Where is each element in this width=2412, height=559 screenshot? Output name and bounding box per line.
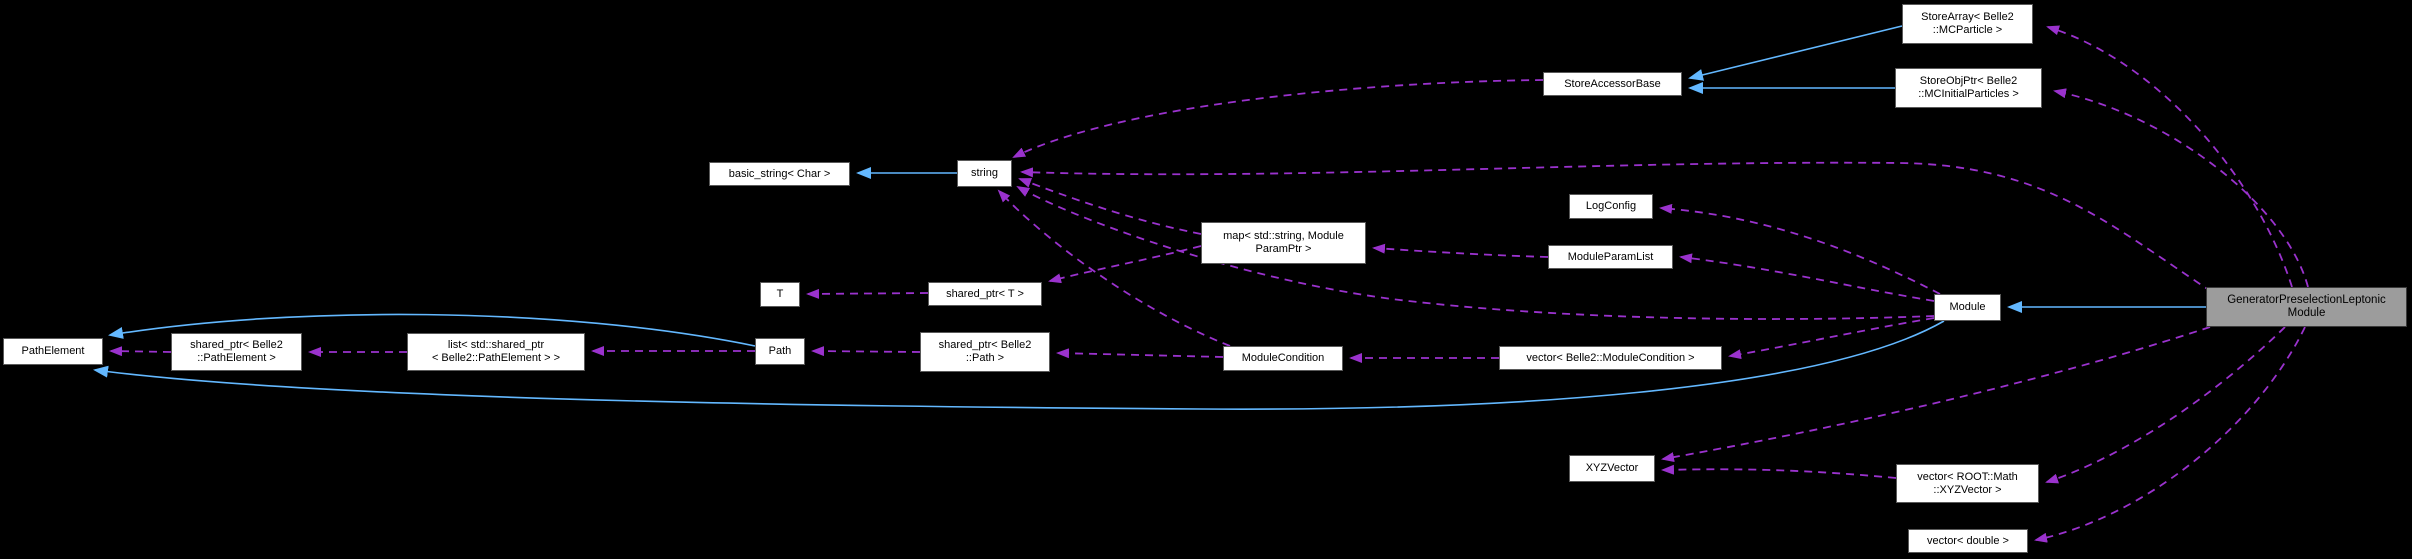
edge-module-uses-string: [1016, 186, 1935, 320]
node-modulecondition[interactable]: ModuleCondition: [1223, 346, 1343, 371]
edge-map-uses-sharedptrt: [1048, 245, 1202, 284]
edge-generator-uses-storeobjptr: [2053, 88, 2309, 288]
node-moduleparamlist[interactable]: ModuleParamList: [1548, 245, 1673, 269]
edge-sharedptrt-uses-t: [806, 288, 929, 299]
node-vectordouble[interactable]: vector< double >: [1908, 529, 2028, 553]
node-sharedptrpath[interactable]: shared_ptr< Belle2 ::Path >: [920, 332, 1050, 372]
edge-modulecondition-uses-sharedptrpath: [1056, 348, 1224, 359]
node-sharedptrpathelement[interactable]: shared_ptr< Belle2 ::PathElement >: [171, 333, 302, 371]
edge-moduleparamlist-uses-map: [1372, 243, 1549, 258]
node-storeobjptr[interactable]: StoreObjPtr< Belle2 ::MCInitialParticles…: [1895, 68, 2042, 108]
edge-storeaccessorbase-uses-string: [1012, 79, 1544, 158]
edge-modulecondition-uses-string: [997, 189, 1231, 347]
edge-generator-uses-vectorxyzvector: [2045, 326, 2286, 484]
node-string[interactable]: string: [957, 160, 1012, 187]
edge-generator-uses-xyzvector: [1661, 326, 2211, 463]
node-storeaccessorbase[interactable]: StoreAccessorBase: [1543, 72, 1682, 96]
node-vectormodulecondition[interactable]: vector< Belle2::ModuleCondition >: [1499, 346, 1722, 370]
edge-generator-uses-storearray: [2046, 25, 2293, 288]
node-path[interactable]: Path: [755, 338, 805, 365]
node-vectorxyzvector[interactable]: vector< ROOT::Math ::XYZVector >: [1896, 464, 2039, 503]
node-xyzvector[interactable]: XYZVector: [1569, 455, 1655, 482]
node-logconfig[interactable]: LogConfig: [1569, 194, 1653, 219]
edge-vectorxyzvector-uses-xyzvector: [1661, 464, 1897, 479]
node-module[interactable]: Module: [1934, 294, 2001, 321]
node-listsharedptr[interactable]: list< std::shared_ptr < Belle2::PathElem…: [407, 333, 585, 371]
edge-generator-uses-string: [1020, 161, 2213, 293]
node-t[interactable]: T: [760, 282, 800, 307]
edge-sharedptrpathelement-uses-pathelement: [109, 346, 172, 357]
edge-module-uses-vectormodulecondition: [1728, 317, 1935, 360]
edge-module-inherits-pathelement: [93, 320, 1945, 410]
node-generator-preselection-leptonic-module[interactable]: GeneratorPreselectionLeptonic Module: [2206, 287, 2407, 327]
node-storearray[interactable]: StoreArray< Belle2 ::MCParticle >: [1902, 4, 2033, 44]
node-map[interactable]: map< std::string, Module ParamPtr >: [1201, 222, 1366, 264]
node-pathelement[interactable]: PathElement: [3, 338, 103, 365]
edge-sharedptrpath-uses-path: [811, 346, 921, 357]
edge-storearray-inherits-storeaccessorbase: [1688, 25, 1903, 81]
edge-generator-uses-vectordouble: [2034, 326, 2306, 543]
edge-map-uses-string: [1018, 178, 1202, 235]
node-sharedptrt[interactable]: shared_ptr< T >: [928, 282, 1042, 306]
edge-path-inherits-pathelement: [108, 313, 756, 347]
node-basicstring[interactable]: basic_string< Char >: [709, 162, 850, 186]
edge-module-uses-moduleparamlist: [1679, 253, 1935, 302]
edge-module-uses-logconfig: [1659, 203, 1941, 295]
